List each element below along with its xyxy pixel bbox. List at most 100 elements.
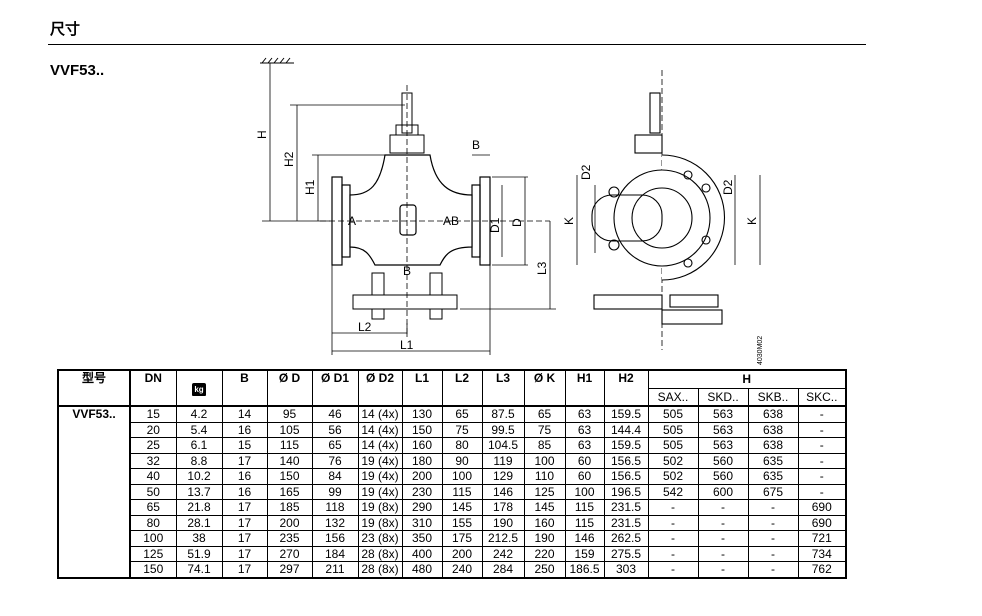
table-cell: 19 (8x) [357, 515, 403, 531]
table-cell: 560 [697, 468, 749, 485]
table-cell: 186.5 [564, 561, 605, 578]
table-cell: 638 [747, 406, 799, 423]
table-cell: 155 [441, 515, 483, 531]
table-cell: 129 [481, 468, 525, 485]
table-cell: 65 [311, 437, 359, 454]
header-col: L3 [481, 370, 525, 406]
table-cell: - [647, 499, 699, 516]
table-cell: 75 [441, 422, 483, 438]
table-cell: 734 [797, 546, 847, 562]
header-col: Ø D2 [357, 370, 403, 406]
label-h1: H1 [303, 179, 317, 195]
table-cell: 231.5 [603, 515, 649, 531]
table-cell: 5.4 [175, 422, 223, 438]
table-cell: 125 [129, 546, 177, 562]
table-cell: - [797, 422, 847, 438]
table-cell: 150 [401, 422, 443, 438]
table-cell: 303 [603, 561, 649, 578]
table-cell: 721 [797, 530, 847, 547]
table-cell: 185 [266, 499, 313, 516]
table-cell: - [747, 499, 799, 516]
table-cell: 25 [129, 437, 177, 454]
table-cell: 145 [441, 499, 483, 516]
table-cell: 23 (8x) [357, 530, 403, 547]
table-cell: 175 [441, 530, 483, 547]
table-cell: 230 [401, 484, 443, 500]
table-cell: 563 [697, 422, 749, 438]
section-title: 尺寸 [50, 21, 81, 38]
dim-l [331, 265, 491, 355]
table-cell: 17 [221, 515, 268, 531]
table-cell: 159.5 [603, 406, 649, 423]
table-cell: 638 [747, 437, 799, 454]
table-cell: 165 [266, 484, 313, 500]
table-cell: 74.1 [175, 561, 223, 578]
table-cell: 350 [401, 530, 443, 547]
table-cell: 505 [647, 437, 699, 454]
table-cell: 146 [481, 484, 525, 500]
label-b: B [472, 138, 480, 152]
header-h: H [647, 370, 847, 389]
table-cell: 600 [697, 484, 749, 500]
weight-icon: kg [192, 382, 206, 396]
table-cell: 563 [697, 406, 749, 423]
table-cell: 150 [129, 561, 177, 578]
table-cell: 14 [221, 406, 268, 423]
table-cell: 80 [441, 437, 483, 454]
table-cell: 130 [401, 406, 443, 423]
table-cell: 38 [175, 530, 223, 547]
table-cell: 63 [564, 422, 605, 438]
table-cell: 146 [564, 530, 605, 547]
header-h-sub: SAX.. [647, 388, 699, 406]
table-cell: 16 [221, 422, 268, 438]
table-cell: 16 [221, 468, 268, 485]
table-cell: 90 [441, 453, 483, 469]
table-cell: 115 [441, 484, 483, 500]
label-l1: L1 [400, 338, 414, 352]
table-cell: 19 (4x) [357, 468, 403, 485]
table-cell: 190 [523, 530, 566, 547]
label-d2-left: D2 [579, 164, 593, 180]
table-cell: 19 (4x) [357, 453, 403, 469]
table-cell: 178 [481, 499, 525, 516]
table-cell: 220 [523, 546, 566, 562]
table-cell: 17 [221, 453, 268, 469]
valve-dimension-drawing: H H2 H1 A AB B B [255, 57, 764, 365]
table-cell: 563 [697, 437, 749, 454]
table-cell: 65 [129, 499, 177, 516]
table-cell: 480 [401, 561, 443, 578]
table-cell: 184 [311, 546, 359, 562]
table-cell: 100 [129, 530, 177, 547]
label-k-right: K [745, 217, 759, 225]
dim-h1 [312, 154, 390, 221]
table-cell: 180 [401, 453, 443, 469]
table-cell: 46 [311, 406, 359, 423]
table-cell: - [697, 546, 749, 562]
header-h-sub: SKC.. [797, 388, 847, 406]
table-cell: 21.8 [175, 499, 223, 516]
table-cell: 15 [221, 437, 268, 454]
header-col: H1 [564, 370, 605, 406]
table-cell: 105 [266, 422, 313, 438]
table-cell: 119 [481, 453, 525, 469]
table-cell: 400 [401, 546, 443, 562]
table-cell: 40 [129, 468, 177, 485]
table-cell: 160 [523, 515, 566, 531]
table-cell: 190 [481, 515, 525, 531]
table-cell: - [697, 530, 749, 547]
side-dims [576, 175, 761, 265]
label-l2: L2 [358, 320, 372, 334]
table-cell: 762 [797, 561, 847, 578]
table-cell: 150 [266, 468, 313, 485]
table-cell: 635 [747, 468, 799, 485]
table-cell: 132 [311, 515, 359, 531]
table-cell: 28.1 [175, 515, 223, 531]
table-cell: 75 [523, 422, 566, 438]
table-cell: 28 (8x) [357, 546, 403, 562]
table-cell: - [747, 561, 799, 578]
